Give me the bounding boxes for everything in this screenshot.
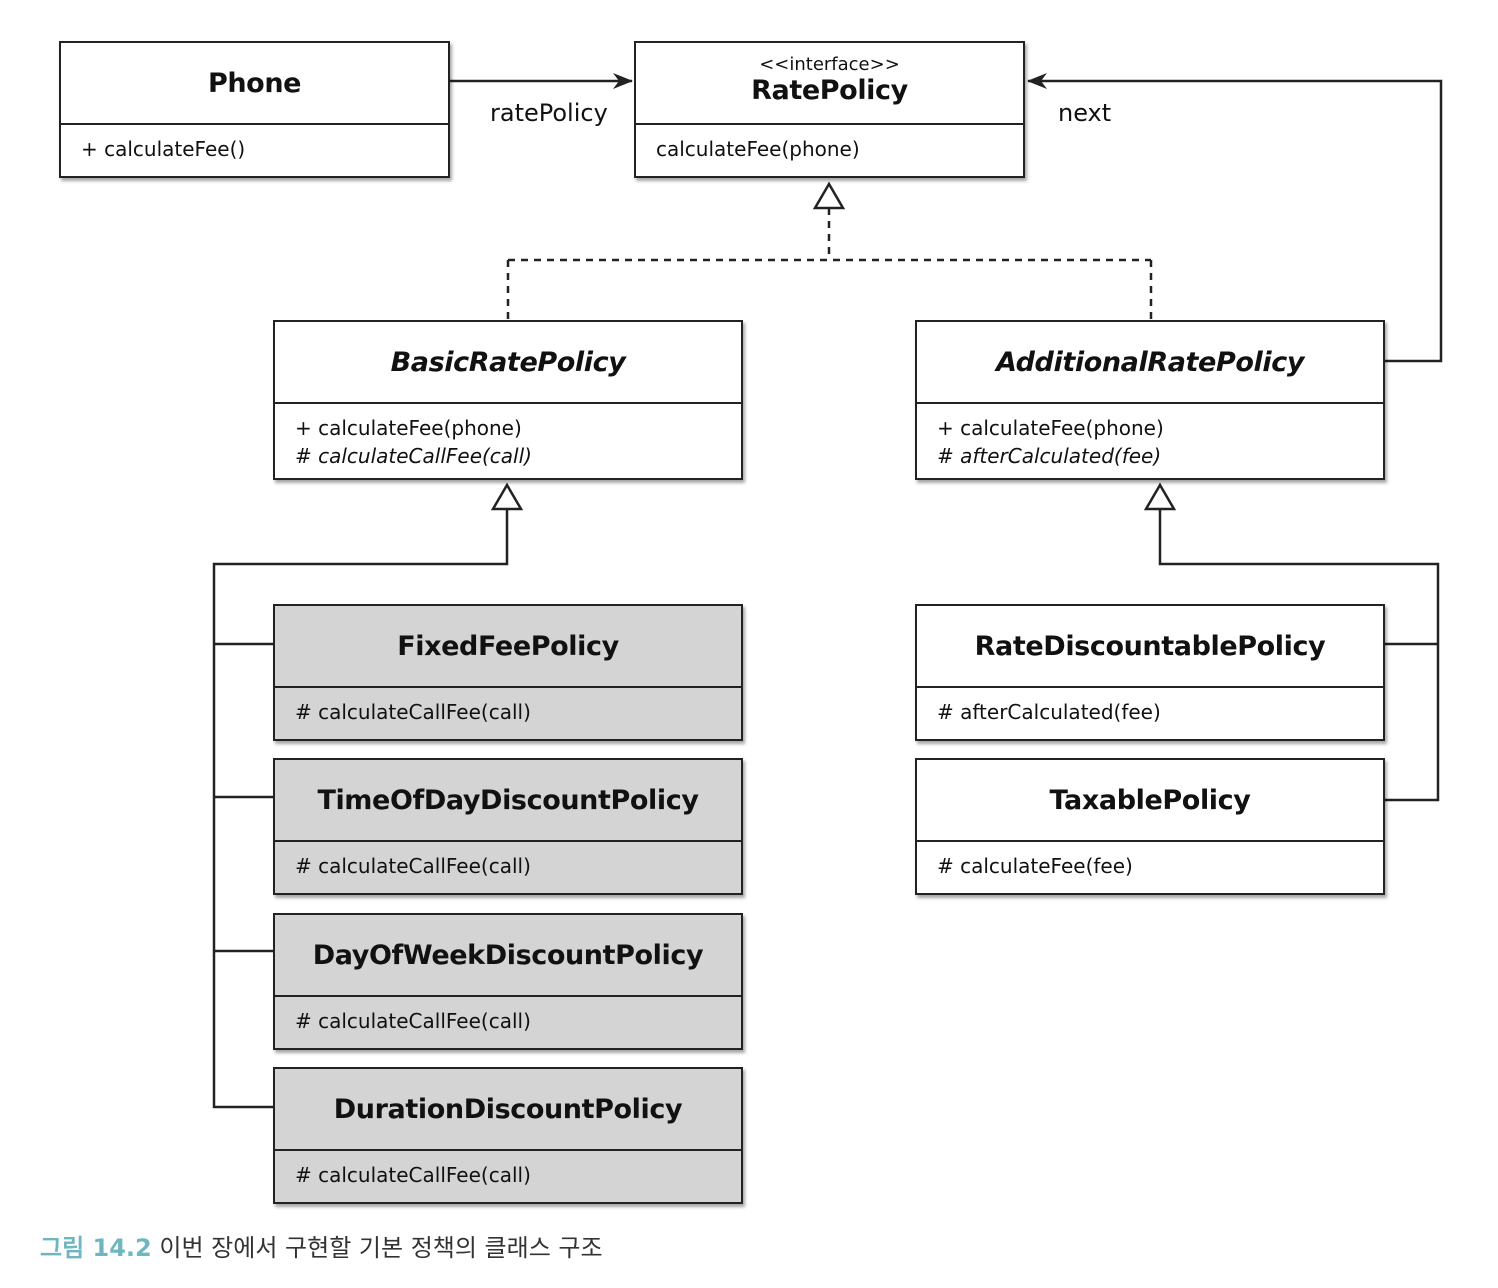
basic-rate-policy-operations: + calculateFee(phone) # calculateCallFee… — [275, 404, 741, 470]
fixed-fee-policy-name: FixedFeePolicy — [397, 630, 619, 662]
day-of-week-discount-policy-header: DayOfWeekDiscountPolicy — [275, 915, 741, 997]
realization-connector — [506, 208, 1153, 320]
fixed-fee-policy-operations: # calculateCallFee(call) — [275, 688, 741, 726]
day-of-week-discount-policy-box: DayOfWeekDiscountPolicy # calculateCallF… — [273, 913, 743, 1050]
rate-policy-interface-box: <<interface>> RatePolicy calculateFee(ph… — [634, 41, 1025, 178]
phone-class-header: Phone — [61, 43, 448, 125]
additional-rate-policy-operations: + calculateFee(phone) # afterCalculated(… — [917, 404, 1383, 470]
rate-policy-stereotype: <<interface>> — [759, 54, 900, 75]
duration-discount-policy-box: DurationDiscountPolicy # calculateCallFe… — [273, 1067, 743, 1204]
basic-generalization-triangle — [490, 482, 524, 511]
rate-discountable-policy-name: RateDiscountablePolicy — [974, 630, 1326, 662]
time-of-day-discount-policy-operation: # calculateCallFee(call) — [295, 854, 531, 878]
rate-discountable-policy-operation: # afterCalculated(fee) — [937, 700, 1161, 724]
duration-discount-policy-name: DurationDiscountPolicy — [333, 1093, 683, 1125]
association-next-line — [1027, 73, 1443, 363]
day-of-week-discount-policy-operations: # calculateCallFee(call) — [275, 997, 741, 1035]
duration-discount-policy-header: DurationDiscountPolicy — [275, 1069, 741, 1151]
taxable-policy-header: TaxablePolicy — [917, 760, 1383, 842]
rate-discountable-policy-header: RateDiscountablePolicy — [917, 606, 1383, 688]
duration-discount-policy-operations: # calculateCallFee(call) — [275, 1151, 741, 1189]
association-label-next: next — [1058, 99, 1112, 127]
additional-rate-policy-operation-abstract: # afterCalculated(fee) — [937, 444, 1162, 468]
association-label-rate-policy: ratePolicy — [490, 99, 608, 127]
rate-policy-operations: calculateFee(phone) — [636, 125, 1023, 163]
taxable-policy-operations: # calculateFee(fee) — [917, 842, 1383, 880]
basic-rate-policy-header: BasicRatePolicy — [275, 322, 741, 404]
additional-rate-policy-header: AdditionalRatePolicy — [917, 322, 1383, 404]
rate-policy-name: RatePolicy — [751, 75, 908, 106]
figure-caption: 그림 14.2 이번 장에서 구현할 기본 정책의 클래스 구조 — [40, 1228, 603, 1263]
rate-discountable-policy-operations: # afterCalculated(fee) — [917, 688, 1383, 726]
additional-rate-policy-operation-public: + calculateFee(phone) — [937, 416, 1164, 440]
phone-class-name: Phone — [207, 67, 302, 99]
time-of-day-discount-policy-operations: # calculateCallFee(call) — [275, 842, 741, 880]
basic-rate-policy-operation-abstract: # calculateCallFee(call) — [295, 444, 532, 468]
day-of-week-discount-policy-operation: # calculateCallFee(call) — [295, 1009, 531, 1033]
basic-generalization-connector — [212, 509, 509, 1109]
basic-rate-policy-box: BasicRatePolicy + calculateFee(phone) # … — [273, 320, 743, 480]
fixed-fee-policy-header: FixedFeePolicy — [275, 606, 741, 688]
time-of-day-discount-policy-header: TimeOfDayDiscountPolicy — [275, 760, 741, 842]
phone-class-operations: + calculateFee() — [61, 125, 448, 163]
duration-discount-policy-operation: # calculateCallFee(call) — [295, 1163, 531, 1187]
additional-generalization-triangle — [1143, 482, 1177, 511]
rate-discountable-policy-box: RateDiscountablePolicy # afterCalculated… — [915, 604, 1385, 741]
taxable-policy-operation: # calculateFee(fee) — [937, 854, 1133, 878]
time-of-day-discount-policy-box: TimeOfDayDiscountPolicy # calculateCallF… — [273, 758, 743, 895]
additional-generalization-connector — [1158, 509, 1440, 802]
additional-rate-policy-box: AdditionalRatePolicy + calculateFee(phon… — [915, 320, 1385, 480]
additional-rate-policy-name: AdditionalRatePolicy — [995, 346, 1305, 378]
figure-caption-text: 이번 장에서 구현할 기본 정책의 클래스 구조 — [159, 1234, 603, 1262]
rate-policy-header: <<interface>> RatePolicy — [636, 43, 1023, 125]
day-of-week-discount-policy-name: DayOfWeekDiscountPolicy — [312, 939, 704, 971]
fixed-fee-policy-box: FixedFeePolicy # calculateCallFee(call) — [273, 604, 743, 741]
rate-policy-operation: calculateFee(phone) — [656, 137, 860, 161]
fixed-fee-policy-operation: # calculateCallFee(call) — [295, 700, 531, 724]
realization-triangle — [812, 181, 846, 210]
taxable-policy-box: TaxablePolicy # calculateFee(fee) — [915, 758, 1385, 895]
phone-class-box: Phone + calculateFee() — [59, 41, 450, 178]
taxable-policy-name: TaxablePolicy — [1049, 784, 1251, 816]
basic-rate-policy-operation-public: + calculateFee(phone) — [295, 416, 522, 440]
phone-operation: + calculateFee() — [81, 137, 246, 161]
figure-number: 그림 14.2 — [40, 1234, 152, 1262]
basic-rate-policy-name: BasicRatePolicy — [390, 346, 626, 378]
time-of-day-discount-policy-name: TimeOfDayDiscountPolicy — [317, 784, 699, 816]
